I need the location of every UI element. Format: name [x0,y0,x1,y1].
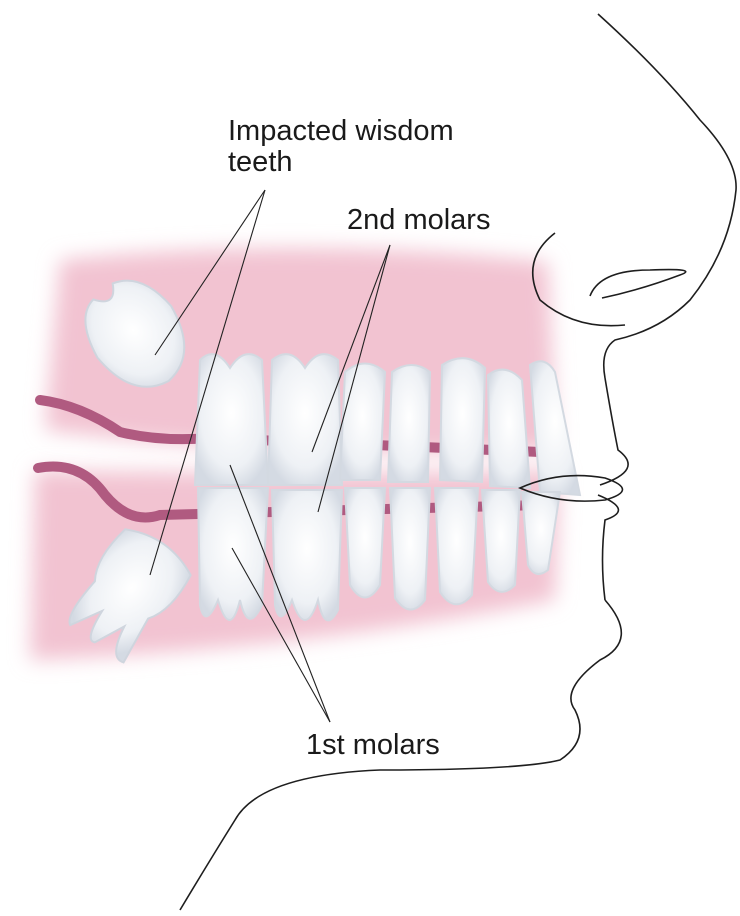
label-impacted-line2: teeth [228,147,454,178]
label-impacted-line1: Impacted wisdom [228,116,454,147]
label-1st-molars: 1st molars [306,730,440,761]
lower-tooth [435,488,478,604]
nostril-curve [590,270,686,298]
upper-tooth [440,358,485,482]
lip-upper [600,378,628,485]
lower-tooth [482,490,520,592]
upper-tooth [195,354,268,485]
lower-tooth [345,488,385,598]
label-impacted-wisdom-teeth: Impacted wisdom teeth [228,116,454,179]
upper-tooth [388,365,430,482]
upper-tooth [340,364,385,481]
lower-tooth [390,488,430,610]
lower-tooth [198,488,268,620]
lip-lower [598,495,618,600]
nose-line [598,14,736,378]
label-2nd-molars: 2nd molars [347,205,490,236]
